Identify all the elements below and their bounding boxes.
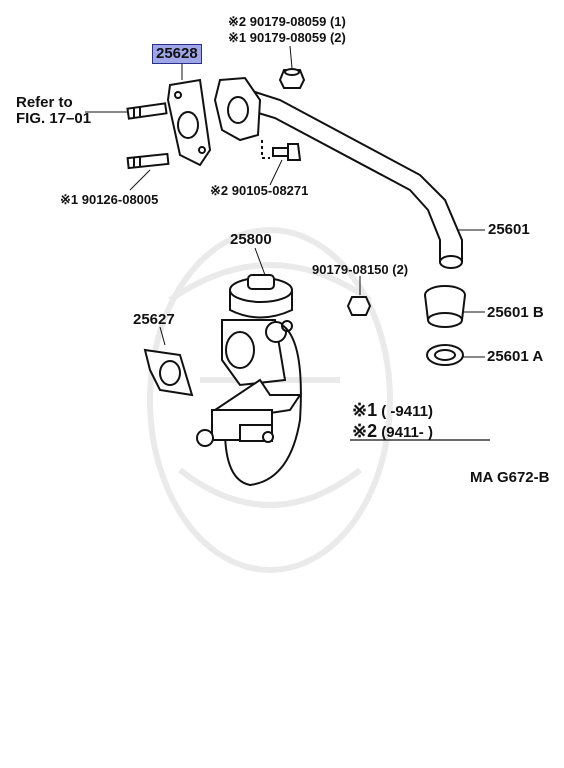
part-label-25601B: 25601 B [487, 304, 544, 321]
studs [126, 102, 170, 170]
legend-mark-1: ※1 [352, 400, 378, 420]
part-label-25601A: 25601 A [487, 348, 544, 365]
part-label-bolt-08059-1: ※1 90179-08059 (2) [228, 30, 346, 45]
gasket-25628 [166, 78, 212, 167]
egr-pipe-25601 [213, 76, 463, 269]
watermark [147, 227, 393, 573]
part-label-stud-08005: ※1 90126-08005 [60, 192, 159, 207]
legend-mark-2: ※2 [352, 421, 378, 441]
part-label-nut-08150: 90179-08150 (2) [312, 262, 409, 277]
gasket-25627 [143, 348, 194, 397]
part-label-25628[interactable]: 25628 [152, 44, 202, 64]
part-label-25627: 25627 [133, 311, 175, 328]
nut-90179-08150 [346, 296, 372, 316]
egr-valve-25800 [196, 274, 302, 487]
legend-text-2: (9411- ) [381, 424, 433, 441]
bolt-90105-08271 [261, 140, 302, 161]
part-label-bolt-08059-2: ※2 90179-08059 (1) [228, 14, 346, 29]
leader-lines [85, 45, 490, 441]
legend-row-2: ※2 (9411- ) [352, 421, 433, 442]
legend-text-1: ( -9411) [381, 403, 433, 420]
refer-line-2: FIG. 17–01 [16, 110, 92, 127]
bushing-25601B [424, 285, 466, 328]
refer-line-1: Refer to [16, 94, 73, 111]
nut-90179-08059 [278, 68, 306, 89]
legend-row-1: ※1 ( -9411) [352, 400, 433, 421]
ring-25601A [426, 344, 464, 366]
part-label-25601: 25601 [488, 221, 530, 238]
part-label-bolt-08271: ※2 90105-08271 [210, 183, 309, 198]
diagram-code: MA G672-B [470, 469, 550, 486]
part-label-25800: 25800 [230, 231, 272, 248]
